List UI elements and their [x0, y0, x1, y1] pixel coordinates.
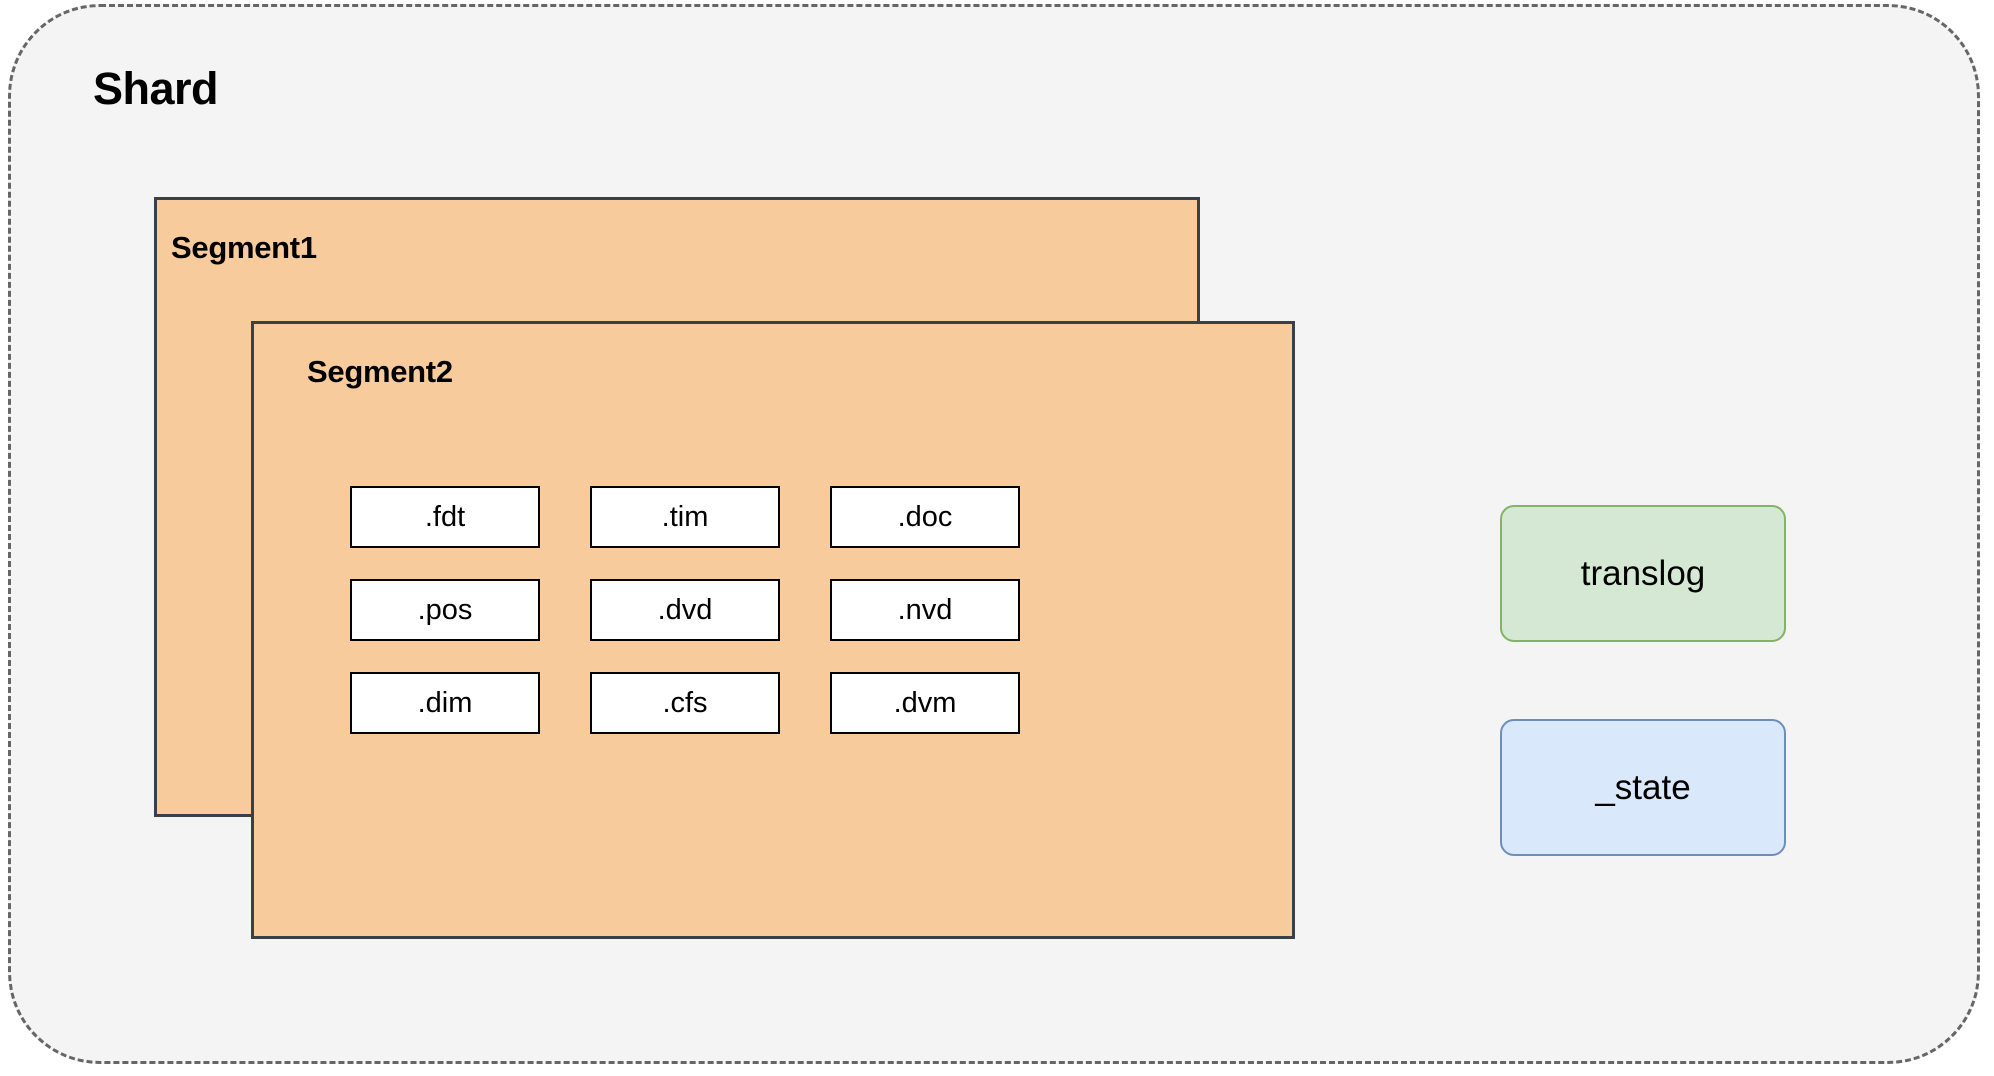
file-card-doc[interactable]: .doc: [830, 486, 1020, 548]
file-card-tim[interactable]: .tim: [590, 486, 780, 548]
segment-label-2: Segment2: [307, 354, 453, 389]
file-card-dvd[interactable]: .dvd: [590, 579, 780, 641]
segment-box-2[interactable]: Segment2 .fdt .tim .doc .pos .dvd .nvd .…: [251, 321, 1295, 939]
file-card-cfs[interactable]: .cfs: [590, 672, 780, 734]
segment-file-grid: .fdt .tim .doc .pos .dvd .nvd .dim .cfs …: [350, 486, 1060, 734]
segment-label-1: Segment1: [171, 230, 317, 265]
translog-box[interactable]: translog: [1500, 505, 1786, 642]
file-card-dvm[interactable]: .dvm: [830, 672, 1020, 734]
shard-title: Shard: [93, 63, 219, 114]
file-card-nvd[interactable]: .nvd: [830, 579, 1020, 641]
file-card-pos[interactable]: .pos: [350, 579, 540, 641]
shard-container: Shard Segment1 Segment2 .fdt .tim .doc .…: [8, 4, 1980, 1064]
file-card-dim[interactable]: .dim: [350, 672, 540, 734]
file-card-fdt[interactable]: .fdt: [350, 486, 540, 548]
state-box[interactable]: _state: [1500, 719, 1786, 856]
